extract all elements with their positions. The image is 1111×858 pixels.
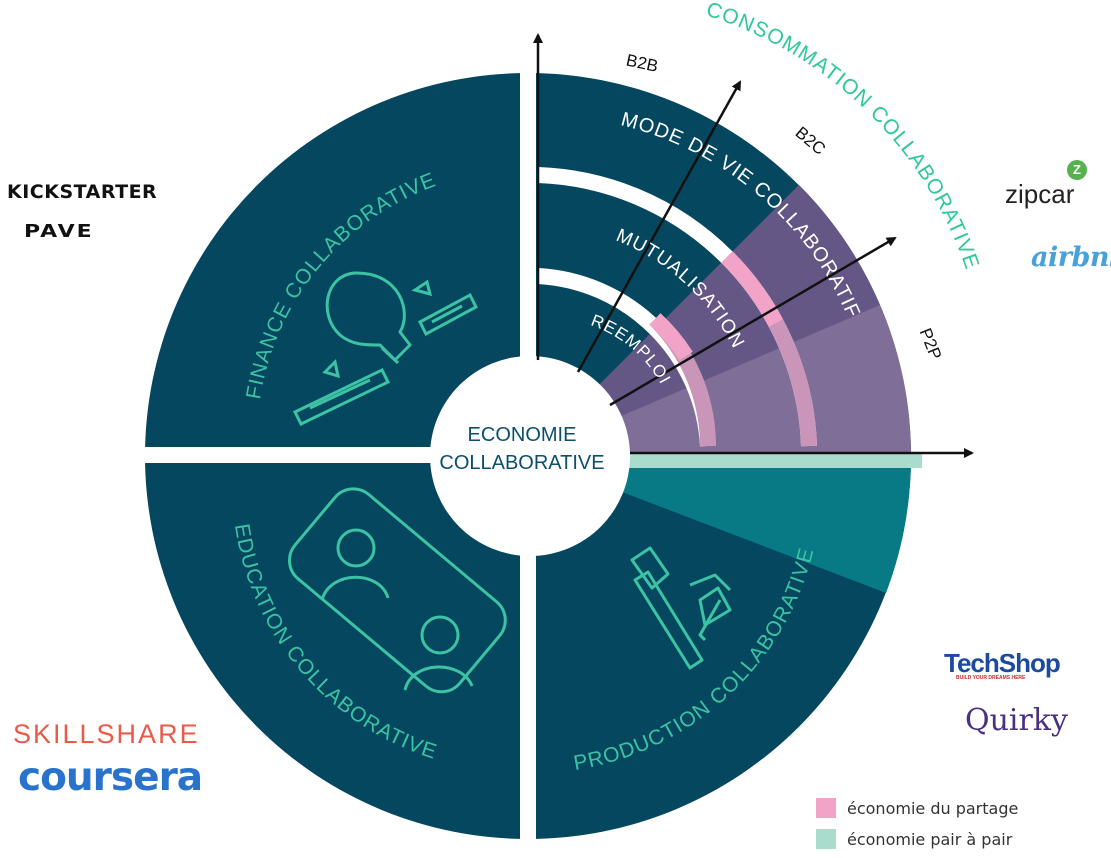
tools-icon [630,546,732,670]
sharing-economy-arcs-bright [649,251,784,361]
finance-quadrant [145,73,528,456]
zipcar-badge-icon: Z [1067,160,1087,180]
techshop-tagline: BUILD YOUR DREAMS HERE [956,675,1026,681]
kickstarter-logo: KICKSTARTER [7,181,158,203]
lightbulb-icon [325,271,412,365]
education-quadrant [145,456,528,839]
axis-label-p2p: P2P [916,325,946,362]
coursera-logo: coursera [18,755,203,800]
pave-logo: PAVE [24,222,94,242]
legend-swatch-pink [816,798,836,818]
people-icon [287,487,507,694]
techshop-logo: TechShop [944,648,1061,678]
legend-swatch-mint [816,829,836,849]
money-bill-icon-2 [292,358,391,426]
axis-label-b2b: B2B [624,51,659,76]
center-title-line2: COLLABORATIVE [439,452,604,474]
money-bill-icon [411,279,478,337]
center-title-line1: ECONOMIE [468,424,577,446]
quirky-logo: Quirky [965,703,1068,738]
axis-label-b2c: B2C [792,123,830,159]
b2c-band [528,185,880,456]
horizontal-separator-left [130,447,530,463]
legend-label: économie du partage [847,799,1019,818]
center-circle [430,356,630,556]
skillshare-logo: SKILLSHARE [13,719,200,749]
b2b-axis [576,80,742,373]
zipcar-logo: zipcar [1005,179,1075,209]
airbnb-logo: airbnb [1031,242,1111,273]
b2c-axis [609,236,897,407]
axes [533,33,974,458]
legend-label: économie pair à pair [847,830,1013,849]
